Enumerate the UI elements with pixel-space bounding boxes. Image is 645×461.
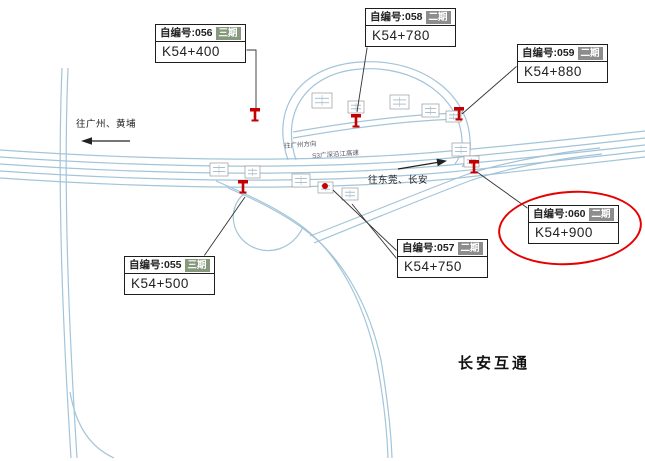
phase-badge: 二期 [425, 10, 451, 24]
callout-row: 自编号:058 二期 [366, 9, 455, 26]
callout-box-056: 自编号:056 三期 K54+400 [155, 24, 246, 63]
sign-detail-box [291, 173, 311, 188]
callout-box-058: 自编号:058 二期 K54+780 [365, 8, 456, 47]
sign-marker [454, 107, 464, 121]
callout-number: 自编号:059 [522, 47, 575, 59]
sign-detail-box [451, 142, 471, 157]
callout-row: 自编号:059 二期 [518, 45, 607, 62]
east-arrow-head [436, 158, 447, 167]
phase-badge: 二期 [577, 46, 603, 60]
callout-box-060: 自编号:060 二期 K54+900 [528, 205, 619, 244]
phase-badge: 二期 [457, 241, 483, 255]
callout-number: 自编号:058 [370, 11, 423, 23]
phase-badge: 三期 [215, 26, 241, 40]
sign-marker-dot [322, 183, 328, 189]
map-title: 长安互通 [458, 355, 531, 372]
callout-box-055: 自编号:055 三期 K54+500 [124, 256, 215, 295]
sign-markers [238, 107, 479, 194]
sign-detail-box [421, 103, 440, 118]
sign-detail-box [244, 165, 261, 179]
callout-chainage: K54+900 [535, 225, 593, 240]
road-network [0, 61, 645, 459]
sign-marker [469, 160, 479, 174]
sign-detail-box [341, 187, 359, 201]
sign-marker [238, 180, 248, 194]
sign-detail-box [347, 100, 365, 114]
sign-detail-box [209, 162, 229, 177]
phase-badge: 三期 [184, 258, 210, 272]
sign-detail-box [311, 92, 333, 109]
callout-number: 自编号:056 [160, 27, 213, 39]
direction-label-east: 往东莞、长安 [368, 175, 429, 186]
callout-row: 自编号:060 二期 [529, 206, 618, 223]
callout-chainage: K54+780 [372, 28, 430, 43]
west-arrow-head [81, 137, 92, 145]
leader-055 [203, 196, 246, 257]
phase-badge: 二期 [588, 207, 614, 221]
leader-057b [351, 203, 398, 260]
east-arrow-shaft [397, 161, 441, 170]
callout-box-059: 自编号:059 二期 K54+880 [517, 44, 608, 83]
leader-059 [461, 65, 518, 115]
callout-number: 自编号:055 [129, 259, 182, 271]
callout-row: 自编号:057 二期 [398, 240, 487, 257]
callout-number: 自编号:060 [533, 208, 586, 220]
callout-row: 自编号:056 三期 [156, 25, 245, 42]
callout-chainage: K54+880 [524, 64, 582, 79]
sign-marker [250, 108, 260, 122]
direction-arrows [81, 137, 447, 170]
callout-box-057: 自编号:057 二期 K54+750 [397, 239, 488, 278]
callout-row: 自编号:055 三期 [125, 257, 214, 274]
callout-chainage: K54+750 [404, 259, 462, 274]
direction-label-west: 往广州、黄埔 [76, 119, 137, 130]
leader-lines [203, 41, 534, 260]
sign-detail-box [389, 94, 410, 110]
leader-058 [356, 41, 369, 113]
leader-060 [476, 171, 534, 213]
callout-chainage: K54+400 [162, 44, 220, 59]
sign-detail-box [445, 110, 462, 123]
sign-marker [351, 114, 361, 128]
callout-number: 自编号:057 [402, 242, 455, 254]
callout-chainage: K54+500 [131, 276, 189, 291]
